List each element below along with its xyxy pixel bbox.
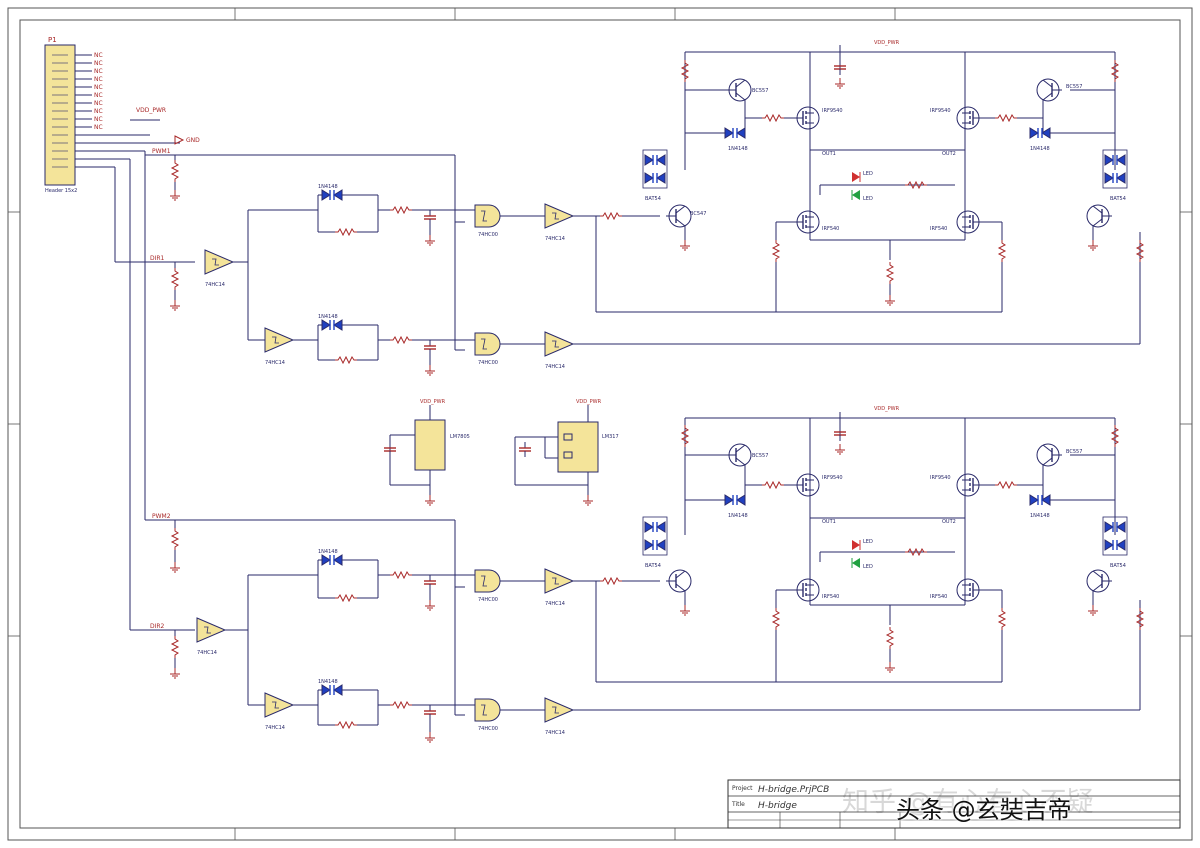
- ch2-vdd-label: VDD_PWR: [874, 406, 900, 412]
- ch1-buffer-upper: 74HC14: [545, 236, 565, 242]
- sheet-frame: [7, 7, 1193, 841]
- connector-part: Header 15x2: [45, 188, 77, 194]
- ch2-diode-lower: 1N4148: [318, 679, 338, 685]
- svg-text:NC: NC: [94, 52, 103, 59]
- svg-text:NC: NC: [94, 68, 103, 75]
- ch1-pnp-right: BC557: [1066, 84, 1082, 90]
- ch2-pnp-right: BC557: [1066, 449, 1082, 455]
- channel2-h-bridge: [642, 412, 1144, 710]
- net-vdd-connector: VDD_PWR: [136, 107, 166, 114]
- ch2-schmitt-dir: 74HC14: [197, 650, 217, 656]
- ch2-out1-label: OUT1: [822, 519, 836, 525]
- svg-text:NC: NC: [94, 76, 103, 83]
- ch2-buffer-upper: 74HC14: [545, 601, 565, 607]
- ch2-pmos-left: IRF9540: [822, 475, 843, 481]
- ch2-diode-gate-right: 1N4148: [1030, 513, 1050, 519]
- ch1-diode-gate-left: 1N4148: [728, 146, 748, 152]
- title-block-title-name: H-bridge: [758, 801, 797, 811]
- ch2-tvs-left: BAT54: [645, 563, 661, 569]
- ch2-tvs-right: BAT54: [1110, 563, 1126, 569]
- connector-designator: P1: [48, 36, 57, 44]
- title-block: Project H-bridge.PrjPCB Title H-bridge: [727, 779, 1181, 829]
- ch2-led-green: LED: [863, 564, 873, 570]
- svg-text:NC: NC: [94, 108, 103, 115]
- ch1-diode-lower: 1N4148: [318, 314, 338, 320]
- net-pwm2: PWM2: [152, 513, 171, 520]
- regulator-u2-part: LM317: [602, 434, 619, 440]
- svg-text:NC: NC: [94, 84, 103, 91]
- svg-text:NC: NC: [94, 60, 103, 67]
- svg-text:NC: NC: [94, 92, 103, 99]
- channel1-h-bridge: [642, 45, 1144, 344]
- svg-text:NC: NC: [94, 100, 103, 107]
- regulator-u1-vdd: VDD_PWR: [420, 399, 446, 405]
- net-gnd-connector: GND: [186, 137, 200, 144]
- regulator-u1: [383, 405, 446, 506]
- ch1-tvs-left: BAT54: [645, 196, 661, 202]
- ch2-schmitt-inv: 74HC14: [265, 725, 285, 731]
- ch1-diode-upper: 1N4148: [318, 184, 338, 190]
- ch1-diode-gate-right: 1N4148: [1030, 146, 1050, 152]
- ch1-out1-label: OUT1: [822, 151, 836, 157]
- svg-text:NC: NC: [94, 116, 103, 123]
- ch2-diode-upper: 1N4148: [318, 549, 338, 555]
- ch1-schmitt-dir: 74HC14: [205, 282, 225, 288]
- ch1-led-green: LED: [863, 196, 873, 202]
- ch2-pnp-left: BC557: [752, 453, 768, 459]
- ch2-pmos-right: IRF9540: [930, 475, 951, 481]
- channel1-logic: [169, 155, 1140, 376]
- svg-text:NC: NC: [94, 124, 103, 131]
- ch1-pmos-right: IRF9540: [930, 108, 951, 114]
- signal-bus: [114, 151, 455, 631]
- ch2-nmos-left: IRF540: [822, 594, 839, 600]
- ch2-nand-lower: 74HC00: [478, 726, 498, 732]
- title-block-title-label: Title: [731, 801, 745, 808]
- ch2-led-red: LED: [863, 539, 873, 545]
- channel2-logic: [169, 520, 1140, 743]
- regulator-u1-part: LM7805: [450, 434, 470, 440]
- ch1-tvs-right: BAT54: [1110, 196, 1126, 202]
- ch2-diode-gate-left: 1N4148: [728, 513, 748, 519]
- net-dir2: DIR2: [150, 623, 165, 630]
- ch1-out2-label: OUT2: [942, 151, 956, 157]
- net-pwm1: PWM1: [152, 148, 171, 155]
- ch1-npn-left: BC547: [690, 211, 706, 217]
- ch2-nmos-right: IRF540: [930, 594, 947, 600]
- ch1-schmitt-inv: 74HC14: [265, 360, 285, 366]
- ch1-nmos-left: IRF540: [822, 226, 839, 232]
- ch1-nand-lower: 74HC00: [478, 360, 498, 366]
- ch1-buffer-lower: 74HC14: [545, 364, 565, 370]
- ch1-led-red: LED: [863, 171, 873, 177]
- ch1-pnp-left: BC557: [752, 88, 768, 94]
- ch1-vdd-label: VDD_PWR: [874, 40, 900, 46]
- ch1-nmos-right: IRF540: [930, 226, 947, 232]
- title-block-project-name: H-bridge.PrjPCB: [758, 785, 829, 795]
- watermark-toutiao: 头条 @玄奘吉帝: [896, 796, 1072, 824]
- watermark-zhihu: 知乎 @有心有心不疑: [842, 787, 1094, 818]
- ch1-nand-upper: 74HC00: [478, 232, 498, 238]
- ch2-buffer-lower: 74HC14: [545, 730, 565, 736]
- regulator-u2: [514, 405, 599, 506]
- ch2-out2-label: OUT2: [942, 519, 956, 525]
- title-block-project-label: Project: [732, 785, 753, 792]
- net-dir1: DIR1: [150, 255, 165, 262]
- ch2-nand-upper: 74HC00: [478, 597, 498, 603]
- regulator-u2-vdd: VDD_PWR: [576, 399, 602, 405]
- ch1-pmos-left: IRF9540: [822, 108, 843, 114]
